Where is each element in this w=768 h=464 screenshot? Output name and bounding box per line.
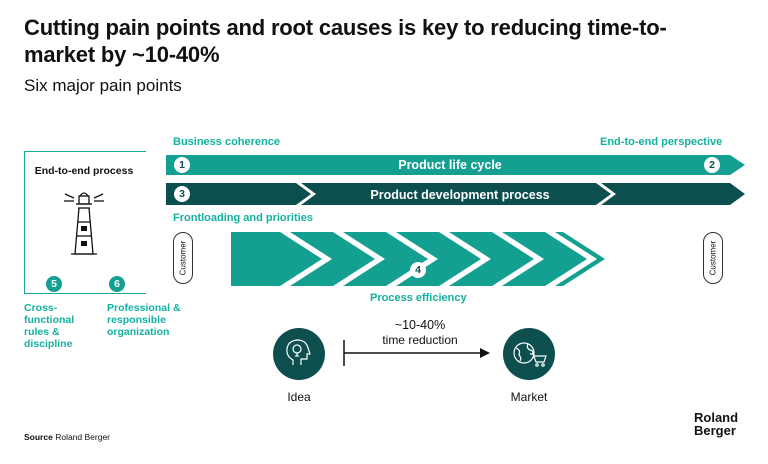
- end-to-end-process-title: End-to-end process: [34, 165, 134, 177]
- reduction-value: ~10-40%: [394, 318, 446, 332]
- market-label: Market: [510, 390, 548, 404]
- frontloading-label: Frontloading and priorities: [173, 212, 313, 224]
- globe-cart-icon: [513, 342, 547, 367]
- customer-label-right: Customer: [708, 240, 718, 276]
- roland-berger-logo: Roland Berger: [694, 410, 739, 438]
- product-life-cycle-bar: [166, 155, 745, 175]
- dev-chevron-3: [601, 183, 745, 205]
- timeline-arrowhead: [480, 348, 490, 358]
- customer-label-left: Customer: [178, 240, 188, 276]
- end-to-end-perspective-label: End-to-end perspective: [600, 136, 723, 148]
- product-life-cycle-label: Product life cycle: [398, 158, 502, 172]
- number-badge-6: 6: [109, 276, 125, 292]
- efficiency-chevron-1: [231, 232, 322, 286]
- idea-circle: [273, 328, 325, 380]
- lightbulb-head-icon: [286, 339, 311, 365]
- number-badge-2: 2: [704, 157, 720, 173]
- source-note: Source Roland Berger: [24, 432, 110, 442]
- end-to-end-process-box: [24, 151, 146, 294]
- market-circle: [503, 328, 555, 380]
- business-coherence-label: Business coherence: [173, 136, 280, 148]
- cross-functional-label: Cross- functional rules & discipline: [24, 302, 75, 350]
- page-title: Cutting pain points and root causes is k…: [24, 15, 667, 67]
- idea-label: Idea: [287, 390, 311, 404]
- number-badge-1: 1: [174, 157, 190, 173]
- dev-chevron-2: [301, 183, 611, 205]
- efficiency-chevron-5: [449, 232, 534, 286]
- product-development-label: Product development process: [370, 188, 550, 202]
- process-efficiency-label: Process efficiency: [370, 292, 467, 304]
- professional-organization-label: Professional & responsible organization: [107, 302, 181, 338]
- number-badge-4: 4: [410, 262, 426, 278]
- source-name: Roland Berger: [55, 432, 111, 442]
- process-efficiency-chevrons: [231, 232, 605, 286]
- dev-chevron-1: [166, 183, 311, 205]
- lighthouse-icon: [64, 192, 104, 255]
- number-badge-3: 3: [174, 186, 190, 202]
- number-badge-5: 5: [46, 276, 62, 292]
- efficiency-chevron-3: [343, 232, 428, 286]
- efficiency-chevron-6: [502, 232, 587, 286]
- page-subtitle: Six major pain points: [24, 76, 182, 95]
- efficiency-chevron-2: [290, 232, 375, 286]
- source-prefix: Source: [24, 432, 53, 442]
- customer-pill-right: Customer: [703, 232, 723, 284]
- customer-pill-left: Customer: [173, 232, 193, 284]
- reduction-text: time reduction: [382, 333, 458, 347]
